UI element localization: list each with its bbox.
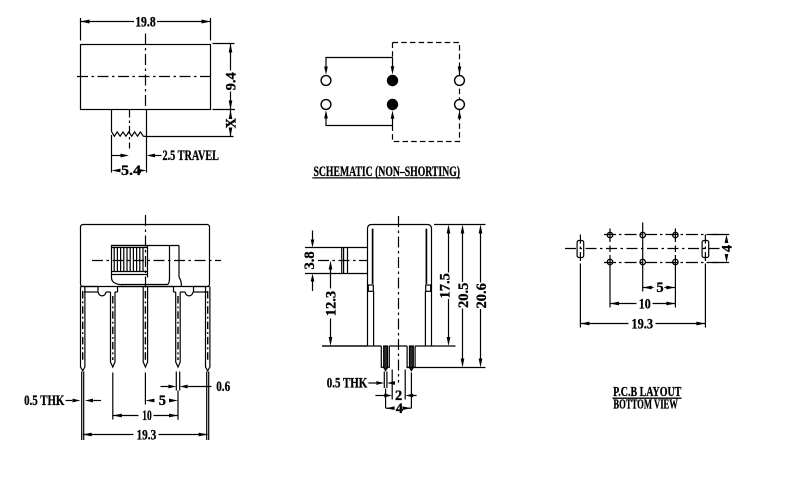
svg-text:17.5: 17.5 — [438, 273, 454, 298]
svg-text:5.4: 5.4 — [121, 163, 141, 179]
svg-text:10: 10 — [142, 408, 152, 424]
svg-text:12.3: 12.3 — [323, 291, 339, 316]
svg-text:5: 5 — [656, 280, 663, 296]
svg-text:2: 2 — [395, 388, 402, 404]
svg-text:0.5 THK: 0.5 THK — [24, 393, 65, 409]
svg-text:4: 4 — [719, 245, 735, 252]
svg-text:P.C.B LAYOUT: P.C.B LAYOUT — [613, 384, 681, 399]
svg-text:3.8: 3.8 — [302, 251, 318, 269]
svg-text:4: 4 — [396, 401, 403, 417]
svg-text:0.5 THK: 0.5 THK — [327, 375, 368, 391]
svg-text:X: X — [223, 117, 239, 128]
svg-text:20.5: 20.5 — [456, 283, 472, 308]
svg-text:0.6: 0.6 — [216, 379, 230, 395]
svg-text:5: 5 — [159, 393, 166, 409]
svg-text:19.3: 19.3 — [137, 427, 157, 443]
svg-text:BOTTOM VIEW: BOTTOM VIEW — [613, 396, 678, 411]
svg-text:19.8: 19.8 — [135, 14, 156, 30]
svg-text:20.6: 20.6 — [474, 283, 490, 308]
svg-text:10: 10 — [639, 296, 651, 312]
svg-text:2.5 TRAVEL: 2.5 TRAVEL — [163, 148, 220, 164]
svg-text:9.4: 9.4 — [223, 72, 239, 90]
svg-text:19.3: 19.3 — [631, 317, 653, 333]
svg-text:SCHEMATIC (NON–SHORTING): SCHEMATIC (NON–SHORTING) — [314, 164, 461, 180]
